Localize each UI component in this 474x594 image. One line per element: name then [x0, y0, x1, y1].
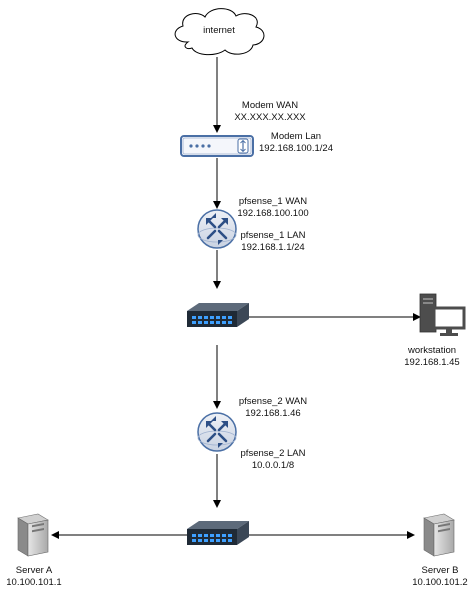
pfsense2-lan-ip: 10.0.0.1/8: [251, 460, 295, 471]
pfsense1-wan-name: pfsense_1 WAN: [238, 196, 308, 207]
pfsense1-lan-ip: 192.168.1.1/24: [241, 242, 305, 253]
modem-wan-label: Modem WAN XX.XXX.XX.XXX: [222, 100, 318, 124]
pfsense2-lan-name: pfsense_2 LAN: [240, 448, 306, 459]
modem-lan-ip: 192.168.100.1/24: [259, 143, 333, 154]
server-b-ip: 10.100.101.2: [412, 577, 468, 588]
server-a-label: Server A 10.100.101.1: [0, 565, 68, 589]
router-icon: [197, 209, 237, 249]
workstation-label: workstation 192.168.1.45: [392, 345, 472, 369]
pfsense1-lan-name: pfsense_1 LAN: [240, 230, 306, 241]
modem-lan-name: Modem Lan: [270, 131, 322, 142]
cloud-icon: [174, 8, 265, 56]
workstation-icon: [419, 293, 466, 336]
router-icon: [197, 412, 237, 452]
server-a-name: Server A: [15, 565, 53, 576]
workstation-ip: 192.168.1.45: [404, 357, 460, 368]
pfsense2-lan-label: pfsense_2 LAN 10.0.0.1/8: [225, 448, 321, 472]
connections: [51, 57, 421, 539]
server-icon: [423, 513, 455, 557]
modem-lan-label: Modem Lan 192.168.100.1/24: [248, 131, 344, 155]
workstation-name: workstation: [407, 345, 457, 356]
switch-icon: [187, 303, 249, 327]
modem-icon: [180, 135, 254, 157]
pfsense1-wan-label: pfsense_1 WAN 192.168.100.100: [225, 196, 321, 220]
modem-wan-ip: XX.XXX.XX.XXX: [234, 112, 306, 123]
pfsense2-wan-ip: 192.168.1.46: [245, 408, 301, 419]
pfsense2-wan-name: pfsense_2 WAN: [238, 396, 308, 407]
pfsense1-wan-ip: 192.168.100.100: [237, 208, 309, 219]
server-a-ip: 10.100.101.1: [6, 577, 62, 588]
pfsense1-lan-label: pfsense_1 LAN 192.168.1.1/24: [225, 230, 321, 254]
internet-label: internet: [203, 25, 235, 36]
pfsense2-wan-label: pfsense_2 WAN 192.168.1.46: [225, 396, 321, 420]
modem-wan-name: Modem WAN: [241, 100, 299, 111]
server-b-label: Server B 10.100.101.2: [406, 565, 474, 589]
server-b-name: Server B: [421, 565, 459, 576]
server-icon: [17, 513, 49, 557]
switch-icon: [187, 521, 249, 545]
